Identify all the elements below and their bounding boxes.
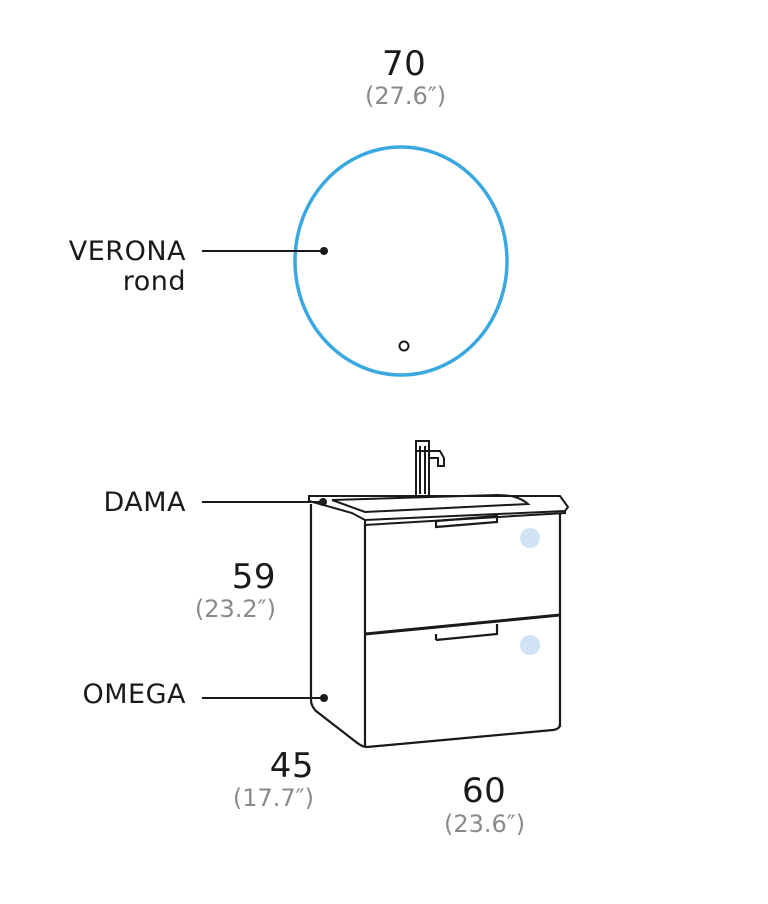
mirror-name-line2: rond [122,266,186,297]
height-value: 59 [231,557,276,597]
drawer-handles [434,514,499,642]
cabinet-leader-dot [320,694,328,702]
cabinet-name: OMEGA [82,679,186,710]
depth-value: 45 [269,746,314,786]
height-inch: (23.2″) [194,595,276,623]
mirror-name-line1: VERONA [68,236,186,267]
mirror-width-value: 70 [382,44,427,84]
mirror-leader-dot [320,247,328,255]
depth-inch: (17.7″) [232,784,314,812]
basin-leader-dot [319,498,327,506]
width-value: 60 [462,771,507,811]
basin-name: DAMA [103,487,186,518]
faucet-icon [415,440,445,497]
mirror-width-inch: (27.6″) [365,82,447,110]
drawer-light-top [520,528,540,548]
width-inch: (23.6″) [444,810,526,838]
mirror-ring [293,145,509,377]
cabinet-outline [309,504,562,749]
mirror-sensor-icon [398,340,410,352]
drawer-light-bottom [520,635,540,655]
